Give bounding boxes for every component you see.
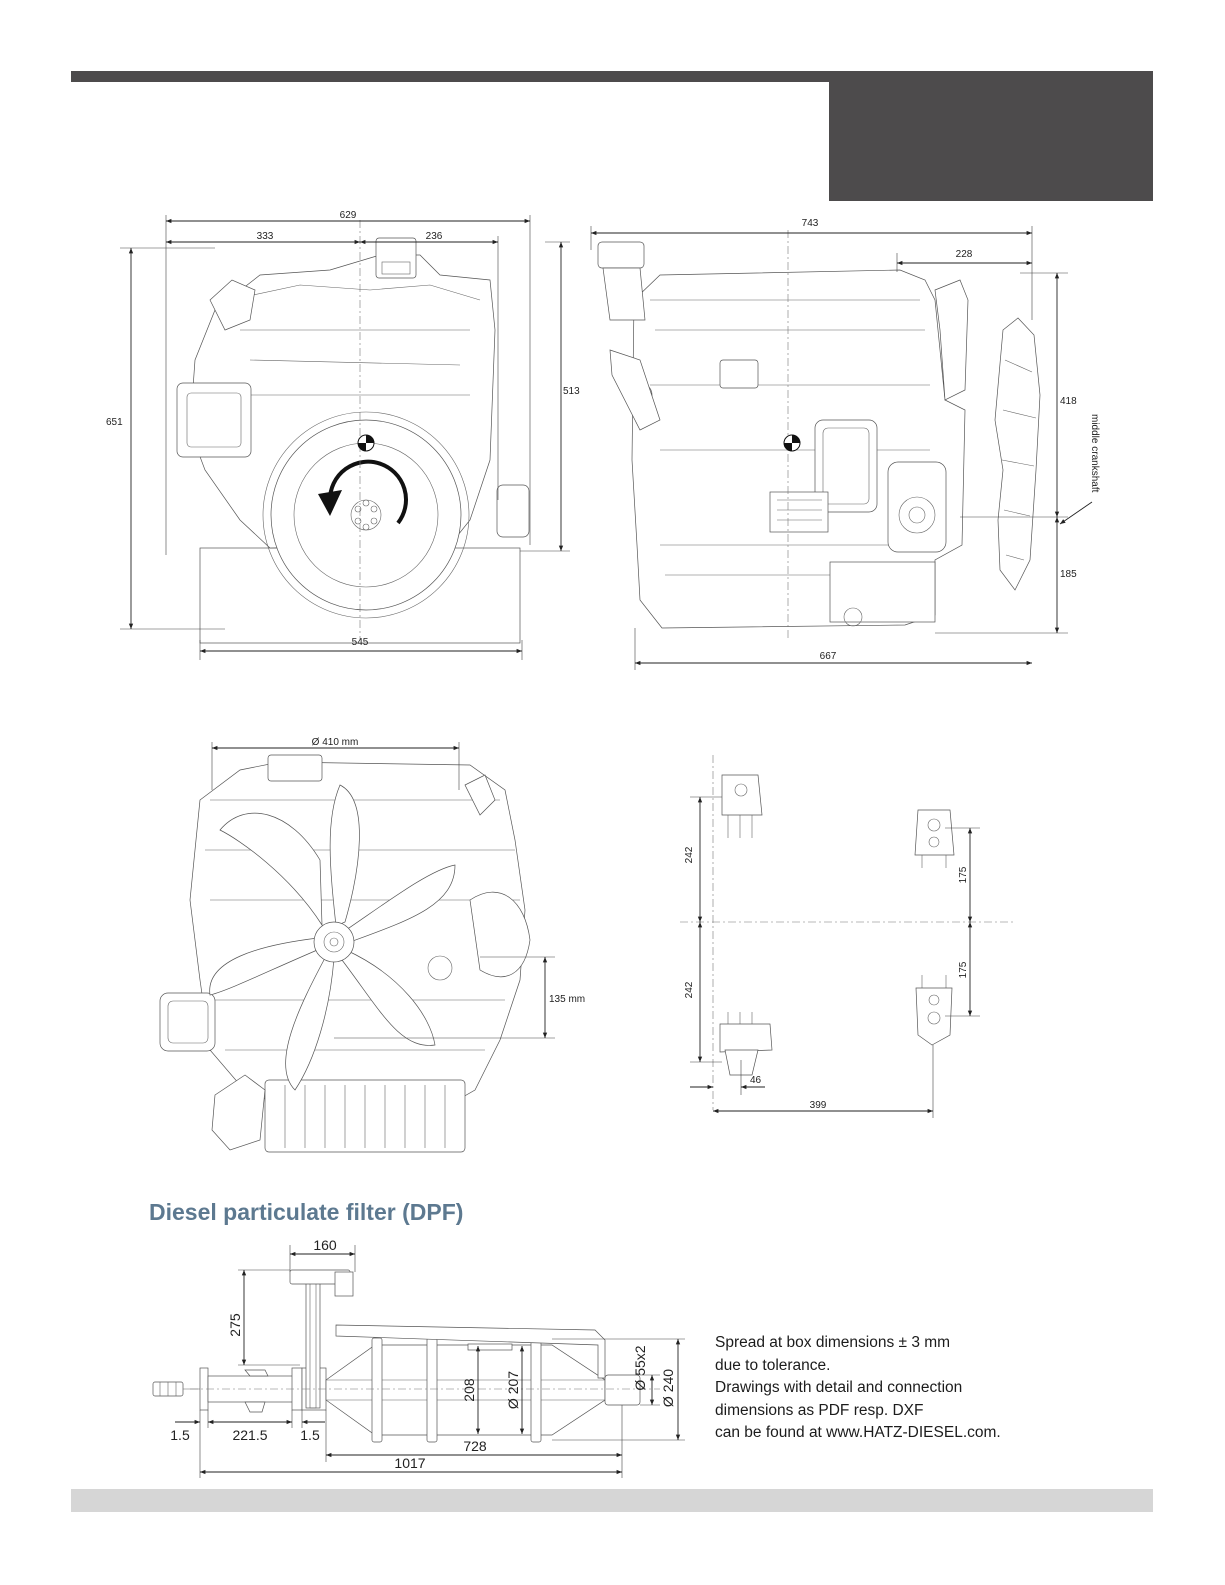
dim-175-upper: 175 (958, 866, 969, 883)
dpf-section-title: Diesel particulate filter (DPF) (149, 1199, 464, 1225)
footer-bar (71, 1489, 1153, 1512)
dim-545: 545 (352, 637, 369, 648)
dim-242-upper: 242 (684, 846, 695, 863)
fan-offset-label: 135 mm (549, 994, 585, 1005)
header-panel (829, 82, 1153, 201)
notes-block: Spread at box dimensions ± 3 mm due to t… (715, 1332, 1045, 1445)
dim-242-lower: 242 (684, 981, 695, 998)
note-line-5: can be found at www.HATZ-DIESEL.com. (715, 1424, 1001, 1442)
dpf-dim-208: 208 (461, 1378, 477, 1402)
front-view-dimensions: 629 333 236 651 513 545 (106, 210, 580, 660)
dpf-dimensions: 160 275 208 Ø 207 Ø 55x2 Ø 240 1.5 221.5… (170, 1237, 685, 1478)
dpf-drawing (152, 1269, 660, 1443)
dim-399: 399 (810, 1100, 827, 1111)
dim-418: 418 (1060, 396, 1077, 407)
dpf-dim-160: 160 (313, 1237, 337, 1253)
side-view-dimensions: 743 228 418 185 middle crankshaft 667 (590, 218, 1100, 670)
mount-foot-bottom-left (719, 1012, 773, 1076)
mount-plan: 242 242 175 175 46 399 (680, 755, 1015, 1118)
fan-diameter-label: Ø 410 mm (312, 737, 359, 748)
dim-629: 629 (340, 210, 357, 221)
header-bar (71, 71, 1153, 82)
dpf-dim-207: Ø 207 (505, 1371, 521, 1409)
fan-view-dimensions: Ø 410 mm 135 mm (211, 737, 585, 1039)
mount-foot-bottom-right (915, 975, 953, 1046)
dim-743: 743 (802, 218, 819, 229)
note-line-4: dimensions as PDF resp. DXF (715, 1401, 924, 1419)
dim-46: 46 (750, 1075, 762, 1086)
side-view-engine (597, 230, 1041, 640)
mount-foot-top-right (914, 809, 955, 868)
dim-236: 236 (426, 231, 443, 242)
dpf-dim-1017: 1017 (394, 1455, 425, 1471)
dpf-dim-275: 275 (227, 1313, 243, 1337)
dpf-dim-221-5: 221.5 (232, 1427, 267, 1443)
fan-view-engine (159, 754, 531, 1153)
mount-foot-top-left (721, 774, 763, 838)
dim-667: 667 (820, 651, 837, 662)
dpf-dim-240: Ø 240 (660, 1369, 676, 1407)
dpf-dim-55: Ø 55x2 (632, 1345, 648, 1390)
note-line-3: Drawings with detail and connection (715, 1379, 963, 1397)
note-line-2: due to tolerance. (715, 1356, 831, 1374)
dim-513: 513 (563, 386, 580, 397)
dim-185: 185 (1060, 569, 1077, 580)
note-line-1: Spread at box dimensions ± 3 mm (715, 1334, 951, 1351)
dpf-dim-728: 728 (463, 1438, 487, 1454)
dim-333: 333 (257, 231, 274, 242)
dim-228: 228 (956, 249, 973, 260)
middle-crankshaft-label: middle crankshaft (1089, 414, 1100, 493)
front-view-engine (176, 220, 530, 644)
dim-651: 651 (106, 417, 123, 428)
dpf-dim-1-5-right: 1.5 (300, 1427, 320, 1443)
dpf-dim-1-5-left: 1.5 (170, 1427, 190, 1443)
dim-175-lower: 175 (958, 961, 969, 978)
